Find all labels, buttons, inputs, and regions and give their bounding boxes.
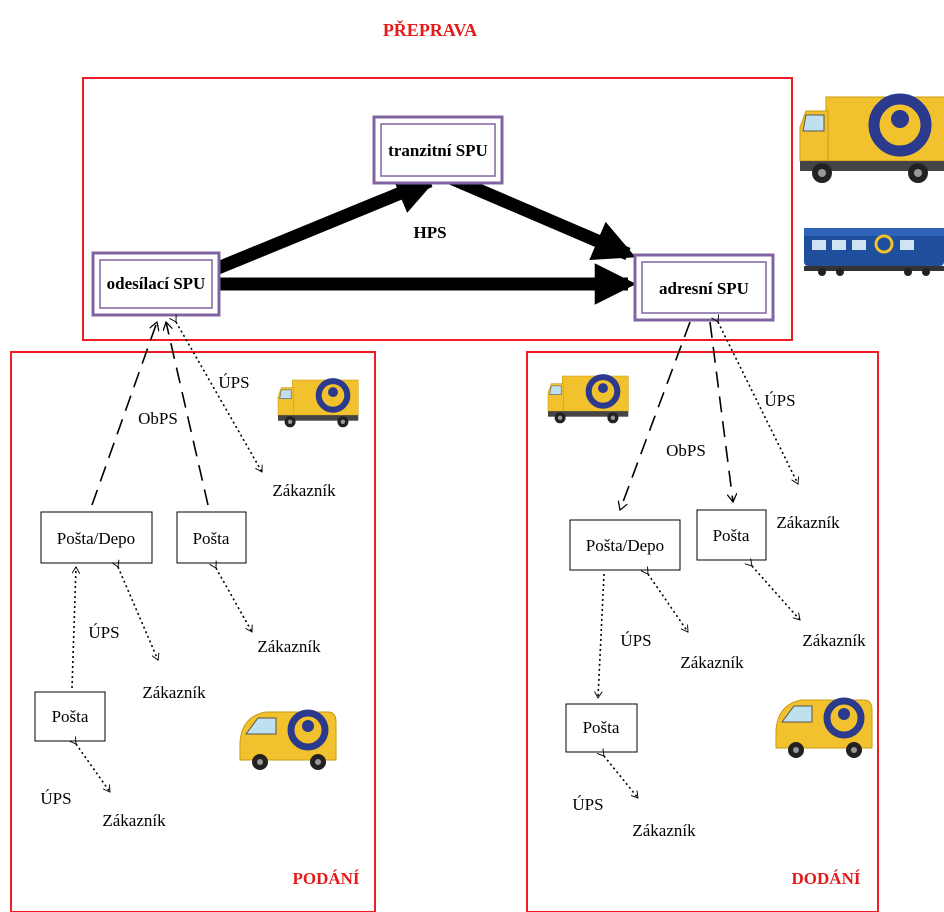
right-customer-mid-label: Zákazník	[680, 653, 744, 672]
right-obps-arrow-post	[709, 321, 733, 502]
left-ups-arrow-right	[216, 568, 253, 632]
right-ups-arrow-mid	[648, 574, 689, 632]
left-customer-bottom-label: Zákazník	[102, 811, 166, 830]
posting-frame	[10, 351, 376, 912]
transit-spu-box: tranzitní SPU	[372, 115, 504, 185]
left-van-icon	[240, 712, 336, 770]
delivery-section-label: DODÁNÍ	[792, 869, 861, 888]
left-ups-top-label: ÚPS	[218, 373, 249, 392]
hps-arrow-to-transit	[215, 174, 438, 275]
right-ups-mid-label: ÚPS	[620, 631, 651, 650]
left-depot-box	[40, 511, 153, 564]
left-obps-arrow-depot	[91, 322, 157, 506]
left-ups-mid-label: ÚPS	[88, 623, 119, 642]
right-post-office-label: Pošta	[713, 526, 750, 545]
sending-spu-label: odesílací SPU	[107, 274, 206, 293]
left-lower-post-office-label: Pošta	[52, 707, 89, 726]
right-truck-icon	[548, 376, 628, 423]
delivery-frame	[526, 351, 879, 912]
left-truck-icon	[278, 380, 358, 427]
right-ups-arrow-bottom	[604, 756, 639, 798]
page-title: PŘEPRAVA	[383, 19, 477, 40]
train-icon	[804, 228, 944, 276]
left-depot-label: Pošta/Depo	[57, 529, 135, 548]
right-customer-bottom-label: Zákazník	[632, 821, 696, 840]
right-lower-post-office-label: Pošta	[583, 718, 620, 737]
right-ups-arrow-right	[752, 566, 800, 620]
left-customer-mid-label: Zákazník	[142, 683, 206, 702]
hps-label: HPS	[413, 223, 446, 242]
right-post-office-box	[696, 509, 767, 561]
right-down-arrow-lower-post	[598, 573, 605, 698]
posting-section-label: PODÁNÍ	[292, 869, 359, 888]
address-spu-box: adresní SPU	[633, 253, 775, 322]
left-lower-post-office-box	[34, 691, 106, 742]
left-post-office-label: Pošta	[193, 529, 230, 548]
left-up-arrow-lower-post	[71, 567, 76, 689]
right-ups-arrow-top	[718, 322, 798, 484]
right-obps-arrow-depot	[620, 321, 691, 510]
left-obps-label: ObPS	[138, 409, 178, 428]
left-ups-arrow-mid	[118, 567, 158, 660]
sending-spu-box: odesílací SPU	[91, 251, 221, 317]
right-van-icon	[776, 700, 872, 758]
left-ups-arrow-top	[176, 322, 263, 472]
right-customer-top-label: Zákazník	[776, 513, 840, 532]
left-customer-top-label: Zákazník	[272, 481, 336, 500]
right-customer-right-label: Zákazník	[802, 631, 866, 650]
right-obps-label: ObPS	[666, 441, 706, 460]
right-ups-bottom-label: ÚPS	[572, 795, 603, 814]
address-spu-label: adresní SPU	[659, 279, 749, 298]
transit-spu-label: tranzitní SPU	[388, 141, 488, 160]
transport-frame	[82, 77, 793, 341]
right-ups-top-label: ÚPS	[764, 391, 795, 410]
left-ups-arrow-bottom	[76, 744, 111, 792]
left-post-office-box	[176, 511, 247, 564]
left-ups-bottom-label: ÚPS	[40, 789, 71, 808]
right-depot-box	[569, 519, 681, 571]
truck-icon	[800, 97, 944, 183]
right-lower-post-office-box	[565, 703, 638, 753]
right-depot-label: Pošta/Depo	[586, 536, 664, 555]
left-customer-right-label: Zákazník	[257, 637, 321, 656]
